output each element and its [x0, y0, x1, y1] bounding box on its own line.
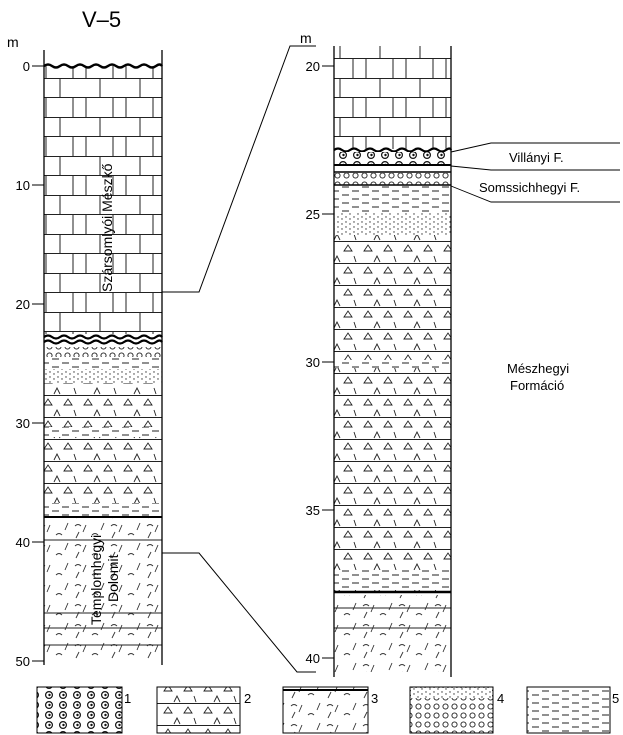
somssichhegyi-formation-label: Somssichhegyi F.: [479, 180, 580, 195]
legend-swatch-2: [156, 686, 241, 734]
left-sandy-band: [44, 369, 162, 383]
left-depth-unit: m: [7, 34, 19, 50]
legend-swatch-1: [36, 686, 123, 734]
left-limestone-unit: [44, 66, 162, 334]
left-triangle-unit-1: [44, 383, 162, 427]
right-depth-tick-label: 20: [306, 59, 320, 74]
left-depth-axis: 0 10 20 30 40 50: [16, 59, 44, 669]
right-triangle-unit: [334, 235, 451, 591]
right-depth-tick-label: 30: [306, 355, 320, 370]
villanyi-leader-bottom: [450, 165, 620, 171]
left-dolomite-unit: [44, 517, 162, 661]
left-formation-upper-label: Szársomlyói Mészkő: [99, 163, 115, 292]
legend-swatch-5: [526, 686, 611, 734]
villanyi-leader: [450, 142, 620, 153]
left-depth-tick-label: 50: [16, 654, 30, 669]
left-depth-tick-label: 40: [16, 535, 30, 550]
left-triangle-unit-2: [44, 437, 162, 503]
right-oolitic-band: [334, 173, 451, 185]
legend-number-4: 4: [497, 691, 504, 706]
right-depth-tick-label: 40: [306, 651, 320, 666]
right-marl-band: [334, 186, 451, 213]
legend: 1 2 3 4 5: [36, 686, 619, 734]
correlation-line-top: [162, 45, 316, 293]
left-oolitic-band: [44, 347, 162, 357]
right-sandy-band: [334, 213, 451, 235]
left-depth-tick-label: 30: [16, 416, 30, 431]
left-formation-lower-label-2: Dolomit: [105, 554, 121, 602]
right-marl-band-3: [334, 570, 451, 590]
left-marl-band-3: [44, 503, 162, 517]
left-depth-tick-label: 0: [23, 59, 30, 74]
right-marl-band-2: [334, 360, 451, 368]
meszhegyi-formation-label-2: Formáció: [510, 378, 564, 393]
left-depth-tick-label: 20: [16, 297, 30, 312]
right-ammonitico-band: [334, 152, 451, 165]
legend-number-5: 5: [612, 691, 619, 706]
right-depth-tick-label: 35: [306, 503, 320, 518]
meszhegyi-formation-label-1: Mészhegyi: [507, 361, 569, 376]
right-limestone-unit: [334, 46, 451, 149]
correlation-line-bottom: [162, 552, 316, 673]
left-marl-band-2: [44, 427, 162, 437]
left-column-title: V–5: [82, 7, 121, 32]
right-depth-tick-label: 25: [306, 207, 320, 222]
right-dolomite-unit: [334, 595, 451, 672]
right-column-lithology: [333, 46, 453, 677]
legend-number-1: 1: [124, 691, 131, 706]
legend-number-3: 3: [371, 691, 378, 706]
left-column-lithology: [43, 50, 163, 665]
legend-swatch-3: [282, 686, 369, 734]
right-depth-unit: m: [300, 30, 312, 46]
somssich-leader: [450, 185, 620, 203]
legend-number-2: 2: [244, 691, 251, 706]
left-marl-band: [44, 357, 162, 369]
left-depth-tick-label: 10: [16, 178, 30, 193]
villanyi-formation-label: Villányi F.: [509, 150, 564, 165]
right-depth-axis: 20 25 30 35 40: [306, 59, 334, 666]
left-formation-lower-label-1: Templomhegyi: [88, 535, 104, 625]
